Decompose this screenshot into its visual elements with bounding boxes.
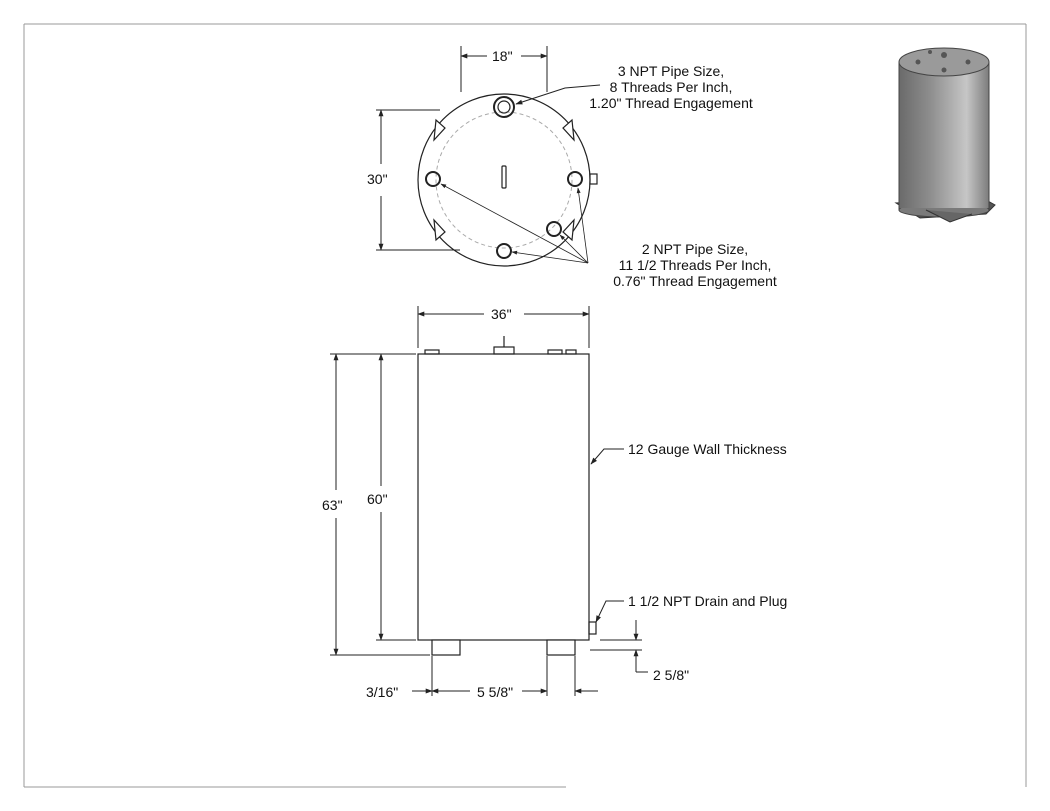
- top-fitting: [424, 349, 440, 355]
- pipe-bung-3npt: [493, 96, 515, 118]
- drain-plug: [588, 621, 597, 635]
- front-view: [330, 306, 648, 696]
- pipe-bung-2npt: [546, 221, 562, 237]
- wall-thickness-note: 12 Gauge Wall Thickness: [628, 441, 787, 457]
- callout-3npt-line1: 3 NPT Pipe Size,: [617, 63, 725, 79]
- pipe-bung-2npt: [496, 243, 512, 259]
- pipe-bung-2npt: [567, 171, 583, 187]
- dim-60-label: 60": [367, 491, 388, 507]
- callout-2npt: 2 NPT Pipe Size, 11 1/2 Threads Per Inch…: [599, 241, 791, 289]
- tank-body: [417, 353, 590, 641]
- callout-3npt: 3 NPT Pipe Size, 8 Threads Per Inch, 1.2…: [578, 63, 764, 111]
- dim-30-label: 30": [367, 171, 388, 187]
- callout-2npt-line1: 2 NPT Pipe Size,: [641, 241, 749, 257]
- callout-2npt-line2: 11 1/2 Threads Per Inch,: [618, 257, 772, 273]
- callout-2npt-line3: 0.76" Thread Engagement: [613, 273, 777, 289]
- tank-inner-dashed: [435, 111, 573, 249]
- dim-36-label: 36": [491, 306, 512, 322]
- callout-3npt-line2: 8 Threads Per Inch,: [609, 79, 733, 95]
- dim-leg-width-label: 5 5/8": [477, 684, 514, 700]
- dim-drain-height-label: 2 5/8": [653, 667, 690, 683]
- top-fitting: [565, 349, 577, 355]
- drawing-frame: [23, 23, 1027, 788]
- dim-leg-offset-label: 3/16": [366, 684, 399, 700]
- side-fitting: [589, 173, 598, 185]
- pipe-bung-2npt: [425, 171, 441, 187]
- isometric-tank: [894, 47, 996, 223]
- tank-leg: [431, 639, 461, 656]
- leg-tab: [562, 118, 575, 142]
- leg-tab: [562, 218, 575, 242]
- tank-top-outline: [417, 93, 591, 267]
- callout-3npt-line3: 1.20" Thread Engagement: [589, 95, 753, 111]
- dim-18-label: 18": [492, 48, 513, 64]
- drain-note: 1 1/2 NPT Drain and Plug: [628, 593, 788, 609]
- leg-tab: [433, 218, 446, 242]
- top-view: [376, 46, 601, 267]
- vent-slot: [501, 165, 507, 189]
- top-fitting: [547, 349, 563, 355]
- isometric-tank-top: [898, 47, 990, 77]
- vent-fitting: [493, 346, 515, 355]
- dim-63-label: 63": [322, 497, 343, 513]
- tank-leg: [546, 639, 576, 656]
- leg-tab: [433, 118, 446, 142]
